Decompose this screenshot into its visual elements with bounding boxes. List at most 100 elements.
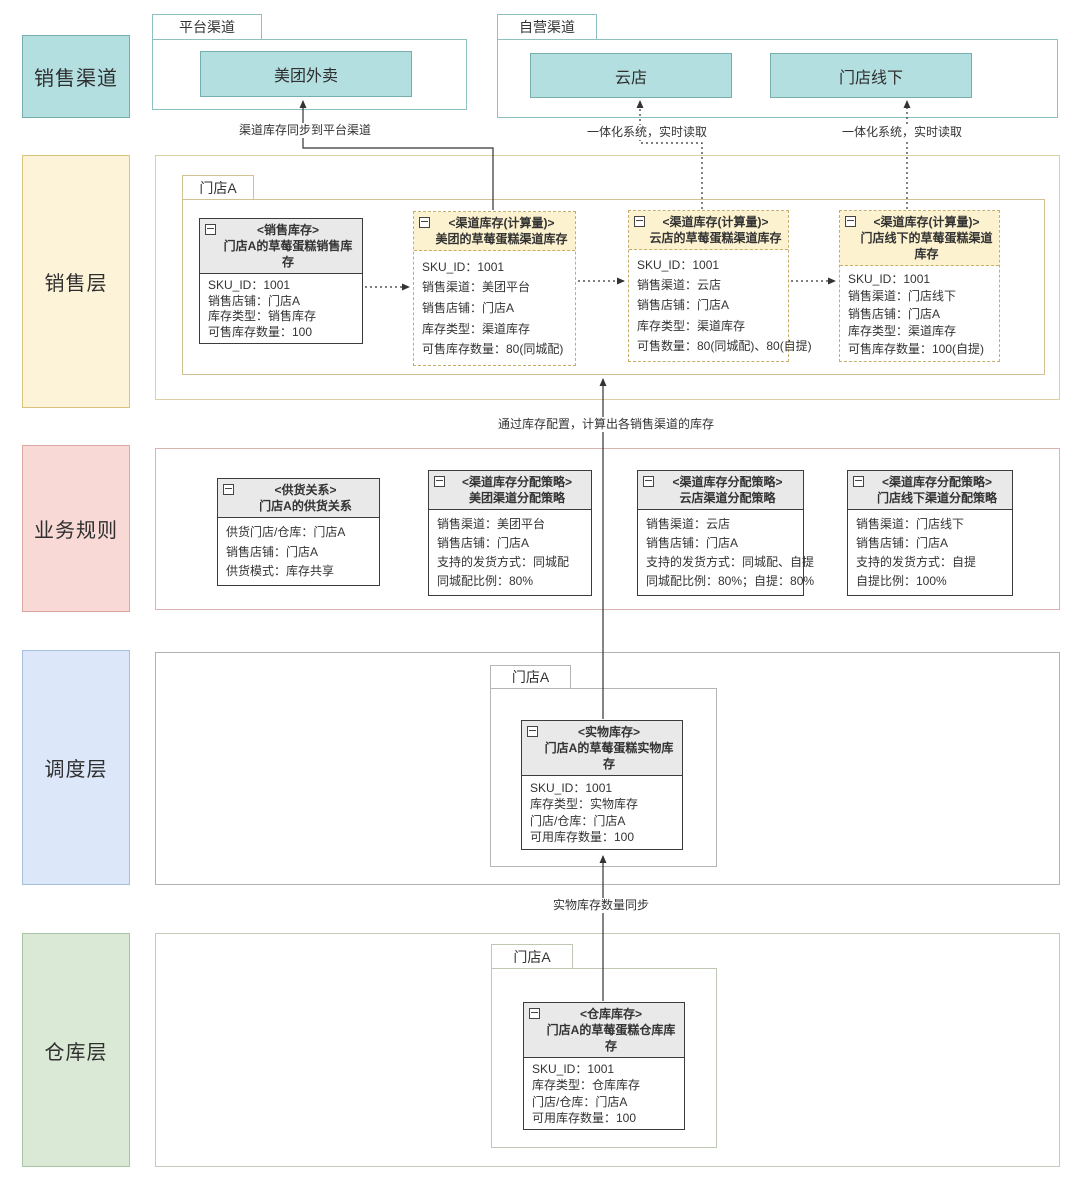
- collapse-minus-icon: [434, 476, 445, 487]
- entity-header: <实物库存> 门店A的草莓蛋糕实物库存: [522, 721, 682, 776]
- entity-field: 同城配比例：80%: [437, 574, 534, 588]
- layer-label-dispatch: 调度层: [22, 650, 130, 885]
- entity-title: <渠道库存分配策略>: [672, 475, 783, 489]
- entity-field: 销售店铺：门店A: [422, 300, 515, 315]
- entity-field: 支持的发货方式：自提: [856, 555, 977, 569]
- entity-title: <渠道库存(计算量)>: [873, 215, 980, 229]
- entity-field: 销售渠道：门店线下: [856, 517, 965, 531]
- channel-node-label: 门店线下: [838, 69, 903, 87]
- layer-label-text: 业务规则: [34, 520, 118, 542]
- entity-fields: 销售渠道：云店 销售店铺：门店A 支持的发货方式：同城配、自提 同城配比例：80…: [638, 510, 815, 595]
- entity-field: SKU_ID：1001: [530, 780, 613, 795]
- entity-field: SKU_ID：1001: [848, 271, 931, 286]
- entity-header: <渠道库存分配策略> 门店线下渠道分配策略: [848, 471, 1012, 510]
- entity-warehouse-inventory: <仓库库存> 门店A的草莓蛋糕仓库库存 SKU_ID：1001 库存类型：仓库库…: [523, 1002, 685, 1130]
- collapse-minus-icon: [419, 217, 430, 228]
- edge-label-offline-sync: 一体化系统，实时读取: [837, 125, 967, 140]
- layer-label-text: 销售渠道: [34, 68, 118, 90]
- dispatch-storeA-tab: 门店A: [490, 665, 571, 689]
- entity-header: <渠道库存(计算量)> 门店线下的草莓蛋糕渠道库存: [840, 211, 999, 266]
- entity-field: 供货门店/仓库：门店A: [226, 525, 346, 540]
- entity-field: 门店/仓库：门店A: [530, 813, 626, 828]
- entity-fields: SKU_ID：1001 销售渠道：门店线下 销售店铺：门店A 库存类型：渠道库存…: [840, 266, 999, 361]
- layer-label-text: 仓库层: [44, 1041, 108, 1064]
- platform-channel-tab: 平台渠道: [152, 14, 262, 40]
- entity-header: <渠道库存分配策略> 美团渠道分配策略: [429, 471, 591, 510]
- entity-subtitle: 云店渠道分配策略: [679, 491, 776, 505]
- entity-field: 可售库存数量：100: [208, 325, 313, 340]
- channel-node-meituan: 美团外卖: [200, 51, 412, 97]
- entity-field: 自提比例：100%: [856, 574, 947, 588]
- entity-title: <仓库库存>: [579, 1007, 643, 1021]
- entity-subtitle: 美团渠道分配策略: [468, 491, 565, 505]
- entity-fields: 销售渠道：美团平台 销售店铺：门店A 支持的发货方式：同城配 同城配比例：80%: [429, 510, 591, 595]
- entity-title: <渠道库存分配策略>: [881, 475, 993, 489]
- entity-title: <渠道库存(计算量)>: [448, 216, 555, 230]
- entity-fields: 供货门店/仓库：门店A 销售店铺：门店A 供货模式：库存共享: [218, 518, 379, 585]
- collapse-minus-icon: [853, 476, 864, 487]
- entity-title: <供货关系>: [274, 483, 337, 497]
- entity-field: 可用库存数量：100: [530, 830, 635, 845]
- entity-channel-meituan: <渠道库存(计算量)> 美团的草莓蛋糕渠道库存 SKU_ID：1001 销售渠道…: [413, 211, 576, 366]
- entity-field: SKU_ID：1001: [637, 258, 720, 273]
- entity-field: 门店/仓库：门店A: [532, 1094, 628, 1109]
- entity-subtitle: 门店线下渠道分配策略: [876, 491, 997, 505]
- entity-supply-relation: <供货关系> 门店A的供货关系 供货门店/仓库：门店A 销售店铺：门店A 供货模…: [217, 478, 380, 586]
- entity-fields: 销售渠道：门店线下 销售店铺：门店A 支持的发货方式：自提 自提比例：100%: [848, 510, 1012, 595]
- entity-field: 销售店铺：门店A: [637, 298, 730, 313]
- entity-field: 可售库存数量：100(自提): [848, 341, 985, 356]
- self-channel-label: 自营渠道: [519, 19, 575, 35]
- collapse-minus-icon: [205, 224, 216, 235]
- entity-subtitle: 美团的草莓蛋糕渠道库存: [435, 232, 568, 246]
- channel-node-offline: 门店线下: [770, 53, 972, 98]
- entity-field: 销售渠道：云店: [637, 278, 722, 293]
- entity-policy-offline: <渠道库存分配策略> 门店线下渠道分配策略 销售渠道：门店线下 销售店铺：门店A…: [847, 470, 1013, 596]
- entity-header: <供货关系> 门店A的供货关系: [218, 479, 379, 518]
- collapse-minus-icon: [223, 484, 234, 495]
- entity-field: 同城配比例：80%；自提：80%: [646, 574, 815, 588]
- entity-title: <销售库存>: [256, 223, 320, 237]
- entity-field: 库存类型：实物库存: [530, 797, 639, 812]
- entity-field: 库存类型：渠道库存: [848, 324, 957, 338]
- entity-field: 库存类型：销售库存: [208, 309, 317, 324]
- entity-sales-inventory: <销售库存> 门店A的草莓蛋糕销售库存 SKU_ID：1001 销售店铺：门店A…: [199, 218, 363, 344]
- entity-field: 库存类型：渠道库存: [422, 321, 531, 336]
- layer-label-sales-channel: 销售渠道: [22, 35, 130, 118]
- entity-fields: SKU_ID：1001 销售渠道：云店 销售店铺：门店A 库存类型：渠道库存 可…: [629, 250, 812, 361]
- entity-field: SKU_ID：1001: [532, 1062, 615, 1077]
- entity-policy-yundian: <渠道库存分配策略> 云店渠道分配策略 销售渠道：云店 销售店铺：门店A 支持的…: [637, 470, 815, 596]
- entity-field: 库存类型：渠道库存: [637, 318, 746, 333]
- entity-title: <渠道库存(计算量)>: [662, 215, 769, 229]
- edge-label-yundian-sync: 一体化系统，实时读取: [582, 125, 712, 140]
- entity-channel-offline: <渠道库存(计算量)> 门店线下的草莓蛋糕渠道库存 SKU_ID：1001 销售…: [839, 210, 1000, 362]
- channel-node-label: 美团外卖: [273, 68, 338, 85]
- layer-label-text: 销售层: [44, 273, 108, 295]
- entity-field: SKU_ID：1001: [208, 277, 291, 292]
- entity-field: 支持的发货方式：同城配: [437, 555, 570, 569]
- entity-subtitle: 门店A的供货关系: [259, 499, 352, 513]
- entity-field: 销售店铺：门店A: [208, 293, 301, 308]
- entity-field: 销售店铺：门店A: [856, 536, 949, 550]
- entity-subtitle: 门店线下的草莓蛋糕渠道库存: [860, 231, 993, 261]
- entity-field: 供货模式：库存共享: [226, 563, 335, 578]
- entity-field: 库存类型：仓库库存: [532, 1078, 641, 1093]
- entity-physical-inventory: <实物库存> 门店A的草莓蛋糕实物库存 SKU_ID：1001 库存类型：实物库…: [521, 720, 683, 850]
- storeA-tab-label: 门店A: [511, 669, 550, 685]
- edge-label-config-calc: 通过库存配置，计算出各销售渠道的库存: [493, 417, 719, 432]
- entity-header: <渠道库存(计算量)> 云店的草莓蛋糕渠道库存: [629, 211, 788, 250]
- layer-label-text: 调度层: [44, 759, 108, 781]
- self-channel-tab: 自营渠道: [497, 14, 597, 40]
- entity-subtitle: 门店A的草莓蛋糕实物库存: [544, 741, 674, 771]
- entity-channel-yundian: <渠道库存(计算量)> 云店的草莓蛋糕渠道库存 SKU_ID：1001 销售渠道…: [628, 210, 812, 362]
- collapse-minus-icon: [643, 476, 654, 487]
- platform-channel-label: 平台渠道: [179, 19, 235, 35]
- entity-fields: SKU_ID：1001 销售店铺：门店A 库存类型：销售库存 可售库存数量：10…: [200, 274, 362, 343]
- entity-header: <销售库存> 门店A的草莓蛋糕销售库存: [200, 219, 362, 274]
- entity-field: 可用库存数量：100: [532, 1110, 637, 1125]
- storeA-tab-label: 门店A: [513, 948, 551, 965]
- entity-field: 销售店铺：门店A: [848, 306, 941, 321]
- storeA-tab-label: 门店A: [199, 179, 237, 196]
- entity-header: <渠道库存(计算量)> 美团的草莓蛋糕渠道库存: [414, 212, 575, 251]
- entity-field: 销售店铺：门店A: [226, 544, 319, 559]
